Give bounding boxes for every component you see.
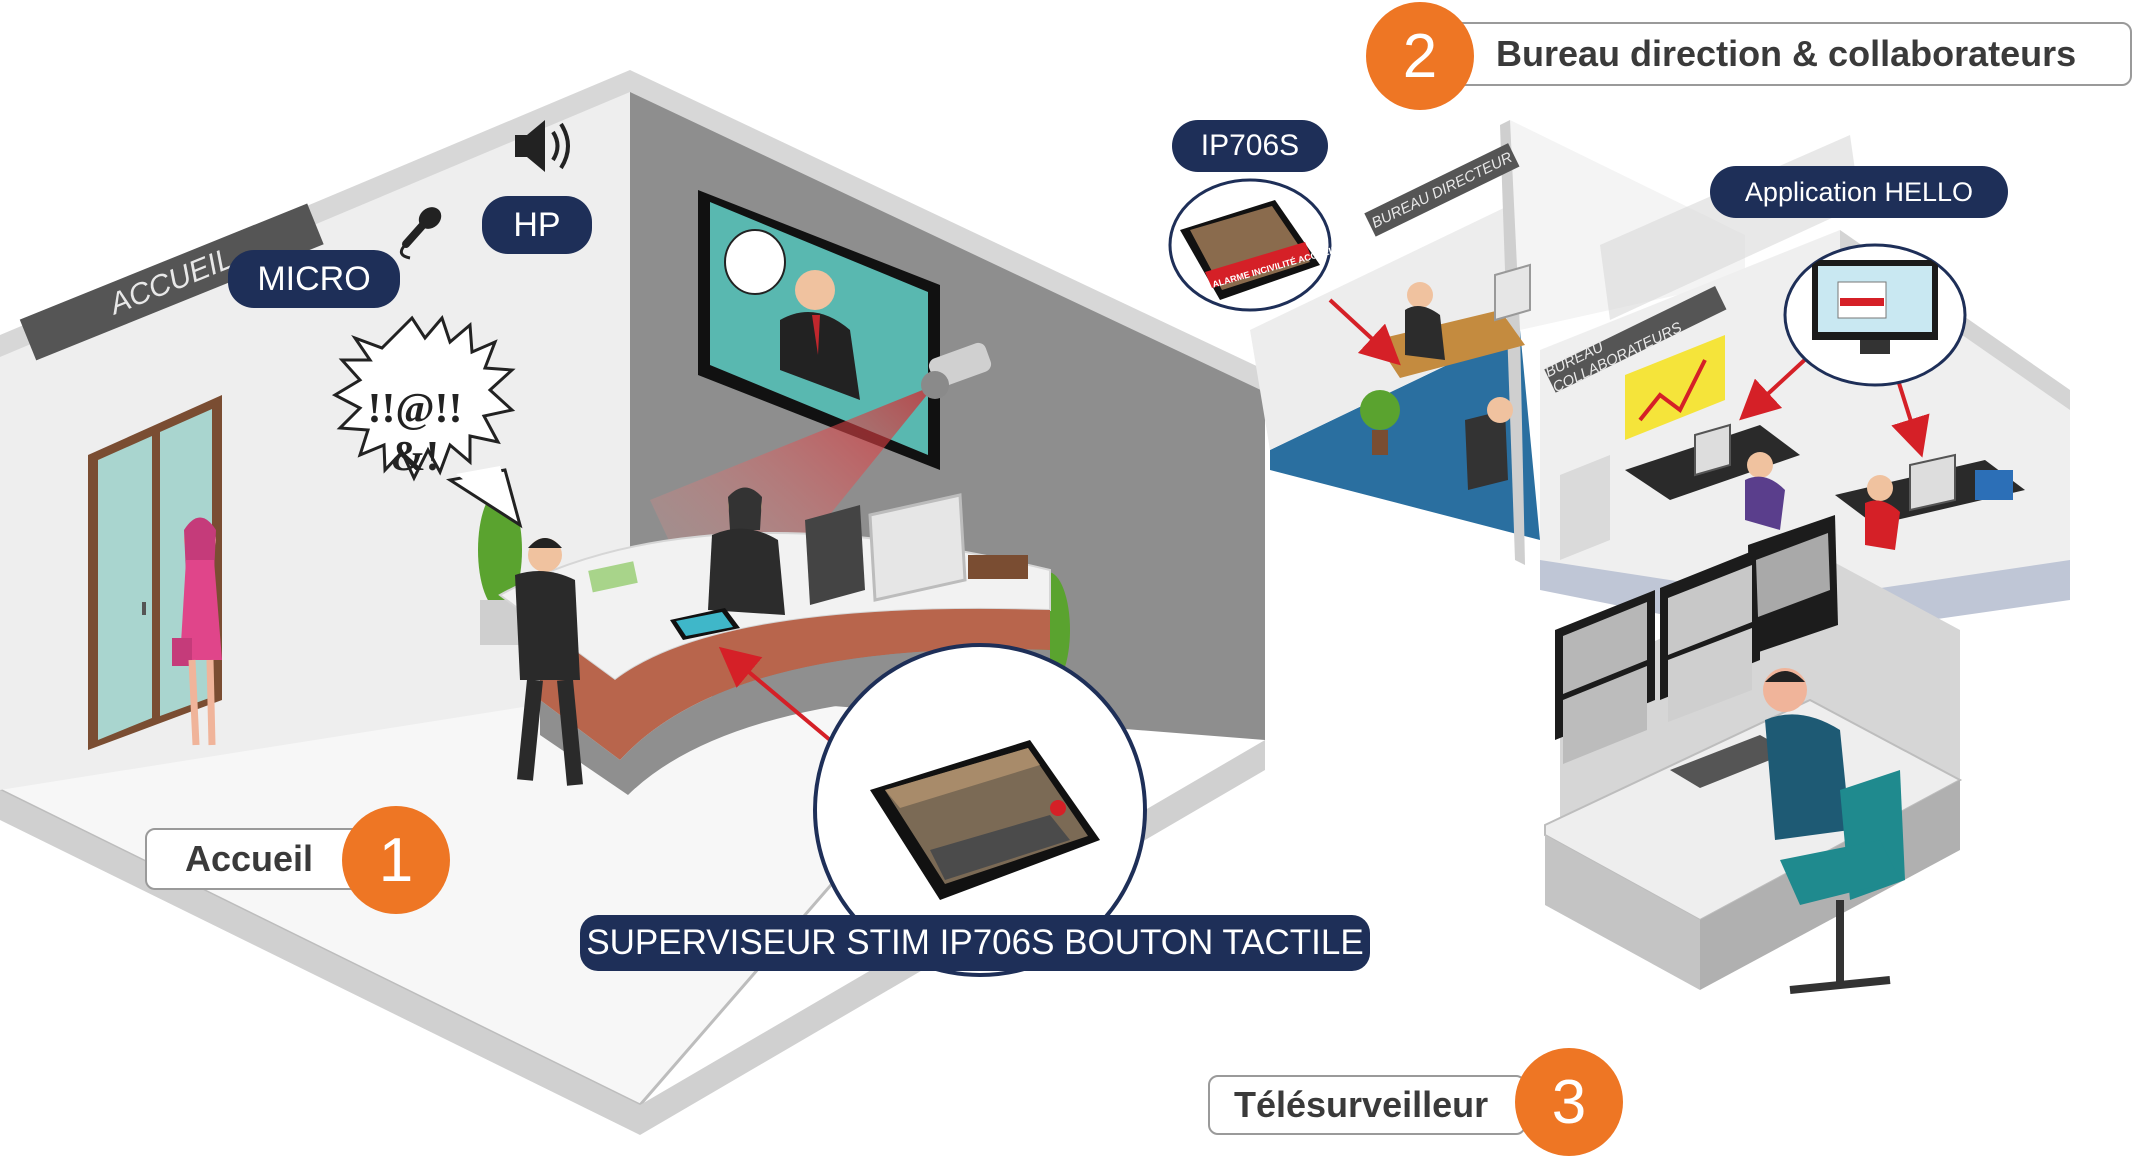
label-application-hello: Application HELLO [1710, 166, 2008, 218]
speech-burst [331, 315, 523, 529]
desk-tablet [670, 608, 740, 640]
section-badge-3: 3 [1515, 1048, 1623, 1156]
section-badge-2: 2 [1366, 2, 1474, 110]
receptionist [708, 487, 785, 615]
speech-text: !!@!! &! [330, 385, 500, 481]
visitor-woman [172, 517, 222, 746]
visitor-man [515, 538, 638, 786]
tablet-zoom [813, 643, 1147, 977]
section-badge-1: 1 [342, 806, 450, 914]
wall-tv [698, 190, 940, 470]
section-label-telesurveilleur: Télésurveilleur [1208, 1075, 1526, 1135]
section-label-bureau: Bureau direction & collaborateurs [1420, 22, 2132, 86]
ip706s-zoom [1168, 178, 1332, 312]
collaborator-desks [1560, 423, 2025, 560]
section-label-accueil: Accueil [145, 828, 375, 890]
callout-arrows [718, 298, 1930, 742]
reception-room [0, 70, 1268, 1135]
hello-app-zoom [1783, 243, 1967, 387]
label-ip706s: IP706S [1172, 120, 1328, 172]
office-rooms [1250, 120, 2070, 994]
label-micro: MICRO [228, 250, 400, 308]
label-hp: HP [482, 196, 592, 254]
monitoring-station [1544, 515, 1963, 994]
label-superviseur: SUPERVISEUR STIM IP706S BOUTON TACTILE [580, 915, 1370, 971]
microphone-icon [399, 207, 442, 260]
speech-line-2: &! [390, 434, 440, 480]
speaker-icon [515, 120, 570, 172]
desk-chair-monitor [805, 493, 1028, 605]
director-desk [1360, 263, 1531, 490]
speech-line-1: !!@!! [367, 386, 463, 432]
wall-chart [1625, 335, 1725, 440]
